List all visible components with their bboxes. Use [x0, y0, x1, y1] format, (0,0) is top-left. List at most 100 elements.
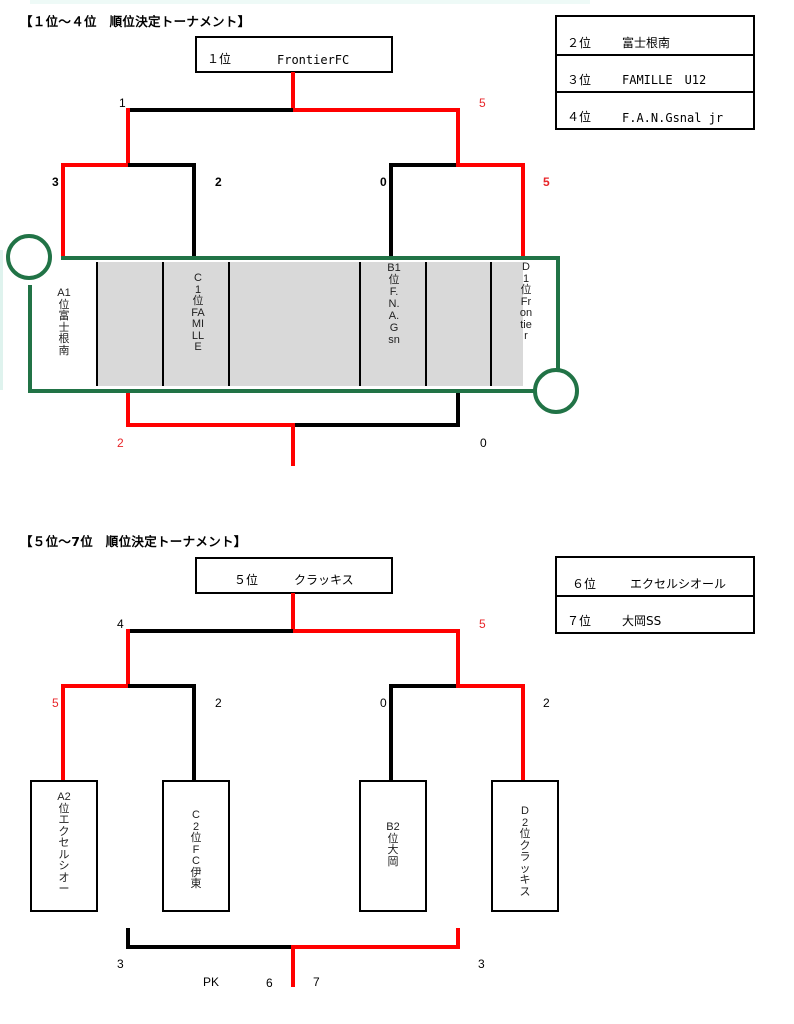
third-score-left: 2 — [117, 436, 124, 450]
semi-left-c-line — [128, 163, 196, 167]
cell-divider — [96, 262, 98, 386]
semi-right-b-line — [389, 684, 460, 688]
team-box-b2: B2位大岡 — [359, 780, 427, 912]
champion-box: １位 FrontierFC — [195, 36, 393, 73]
semi-left-score-a: 3 — [52, 175, 59, 189]
ranking-team: F.A.N.Gsnal jr — [622, 111, 724, 125]
highlight-circle-icon — [6, 234, 52, 280]
ranking-rank: ６位 — [572, 577, 597, 591]
final-score-left: 1 — [119, 96, 126, 110]
ranking-team: 大岡SS — [622, 614, 662, 628]
ranking-team: エクセルシオール — [630, 577, 727, 591]
semi-right-score-b: 0 — [380, 696, 387, 710]
pk-label: PK — [203, 975, 220, 989]
team-b1-label: B1位F.N.A.Gsn — [387, 262, 401, 346]
playoff-right-line — [293, 945, 460, 949]
final-score-right: 5 — [479, 96, 486, 110]
highlight-bottom-edge — [28, 389, 534, 393]
champion-box: ５位 クラッキス — [195, 557, 393, 594]
rankings-table: ２位 富士根南 ３位 FAMILLE U12 ４位 F.A.N.Gsnal jr — [555, 15, 755, 130]
semi-right-stem — [456, 629, 460, 688]
ranking-rank: ３位 — [567, 73, 592, 87]
team-cells-fill — [97, 262, 523, 386]
team-d1-label: D1位Frontier — [519, 262, 533, 342]
semi-left-stem — [126, 629, 130, 688]
ranking-rank: ４位 — [567, 110, 592, 124]
team-a-line — [61, 163, 65, 260]
final-left-line — [126, 629, 295, 633]
team-d-line — [521, 684, 525, 781]
team-b-line — [389, 163, 393, 260]
team-box-c2: C2位FC伊東 — [162, 780, 230, 912]
top-strip — [30, 0, 590, 4]
semi-left-score-a: 5 — [52, 696, 59, 710]
third-score-right: 0 — [480, 436, 487, 450]
ranking-row: ２位 富士根南 — [557, 17, 753, 54]
semi-left-score-c: 2 — [215, 175, 222, 189]
ranking-rank: ７位 — [567, 614, 592, 628]
team-d-line — [521, 163, 525, 260]
team-a2-label: A2位エクセルシオー — [57, 792, 71, 895]
ranking-rank: ２位 — [567, 36, 592, 50]
cell-divider — [162, 262, 164, 386]
left-strip — [0, 250, 3, 390]
playoff-score-left: 3 — [117, 957, 124, 971]
semi-right-score-b: 0 — [380, 175, 387, 189]
team-a1-label: A1位富士根南 — [57, 288, 71, 357]
team-d2-label: D2位クラッキス — [519, 806, 531, 898]
semi-right-stem — [456, 108, 460, 167]
team-c2-label: C2位FC伊東 — [190, 810, 202, 890]
highlight-right-edge — [556, 256, 560, 372]
rankings-table: ６位 エクセルシオール ７位 大岡SS — [555, 556, 755, 634]
champion-rank: ５位 — [234, 573, 259, 587]
highlight-circle-icon — [533, 368, 579, 414]
playoff-left-stem — [126, 928, 130, 949]
ranking-row: ４位 F.A.N.Gsnal jr — [557, 91, 753, 128]
cell-divider — [228, 262, 230, 386]
team-c1-label: C1位FAMILLE — [191, 273, 205, 353]
cell-divider — [425, 262, 427, 386]
final-right-line — [293, 108, 460, 112]
ranking-row: ７位 大岡SS — [557, 595, 753, 632]
final-stem — [291, 593, 295, 633]
semi-left-a-line — [61, 163, 130, 167]
champion-team: クラッキス — [294, 573, 354, 587]
team-b2-label: B2位大岡 — [386, 822, 400, 868]
pk-score-left: 6 — [266, 976, 273, 990]
highlight-top-edge — [61, 256, 560, 260]
ranking-row: ３位 FAMILLE U12 — [557, 54, 753, 91]
semi-right-d-line — [456, 684, 525, 688]
ranking-team: 富士根南 — [622, 36, 671, 50]
semi-left-stem — [126, 108, 130, 167]
third-stem — [291, 423, 295, 466]
semi-left-c-line — [128, 684, 196, 688]
third-left-line — [126, 423, 295, 427]
highlight-left-edge — [28, 285, 32, 393]
champion-team: FrontierFC — [277, 53, 350, 67]
team-c-line — [192, 163, 196, 260]
third-left-stem — [126, 393, 130, 427]
champion-rank: １位 — [207, 52, 232, 66]
final-stem — [291, 72, 295, 112]
semi-left-a-line — [61, 684, 130, 688]
final-left-line — [126, 108, 295, 112]
team-box-a2: A2位エクセルシオー — [30, 780, 98, 912]
semi-left-score-c: 2 — [215, 696, 222, 710]
semi-right-b-line — [389, 163, 460, 167]
team-box-d2: D2位クラッキス — [491, 780, 559, 912]
team-a-line — [61, 684, 65, 781]
third-right-stem — [456, 393, 460, 427]
playoff-score-right: 3 — [478, 957, 485, 971]
semi-right-d-line — [456, 163, 525, 167]
final-score-left: 4 — [117, 617, 124, 631]
semi-right-score-d: 2 — [543, 696, 550, 710]
ranking-row: ６位 エクセルシオール — [557, 558, 753, 595]
bracket-top-title: 【１位～４位 順位決定トーナメント】 — [20, 14, 251, 29]
bracket-bottom-title: 【５位～7位 順位決定トーナメント】 — [20, 534, 247, 549]
team-c-line — [192, 684, 196, 781]
playoff-right-stem — [456, 928, 460, 949]
cell-divider — [359, 262, 361, 386]
playoff-stem — [291, 945, 295, 987]
third-right-line — [293, 423, 460, 427]
final-score-right: 5 — [479, 617, 486, 631]
